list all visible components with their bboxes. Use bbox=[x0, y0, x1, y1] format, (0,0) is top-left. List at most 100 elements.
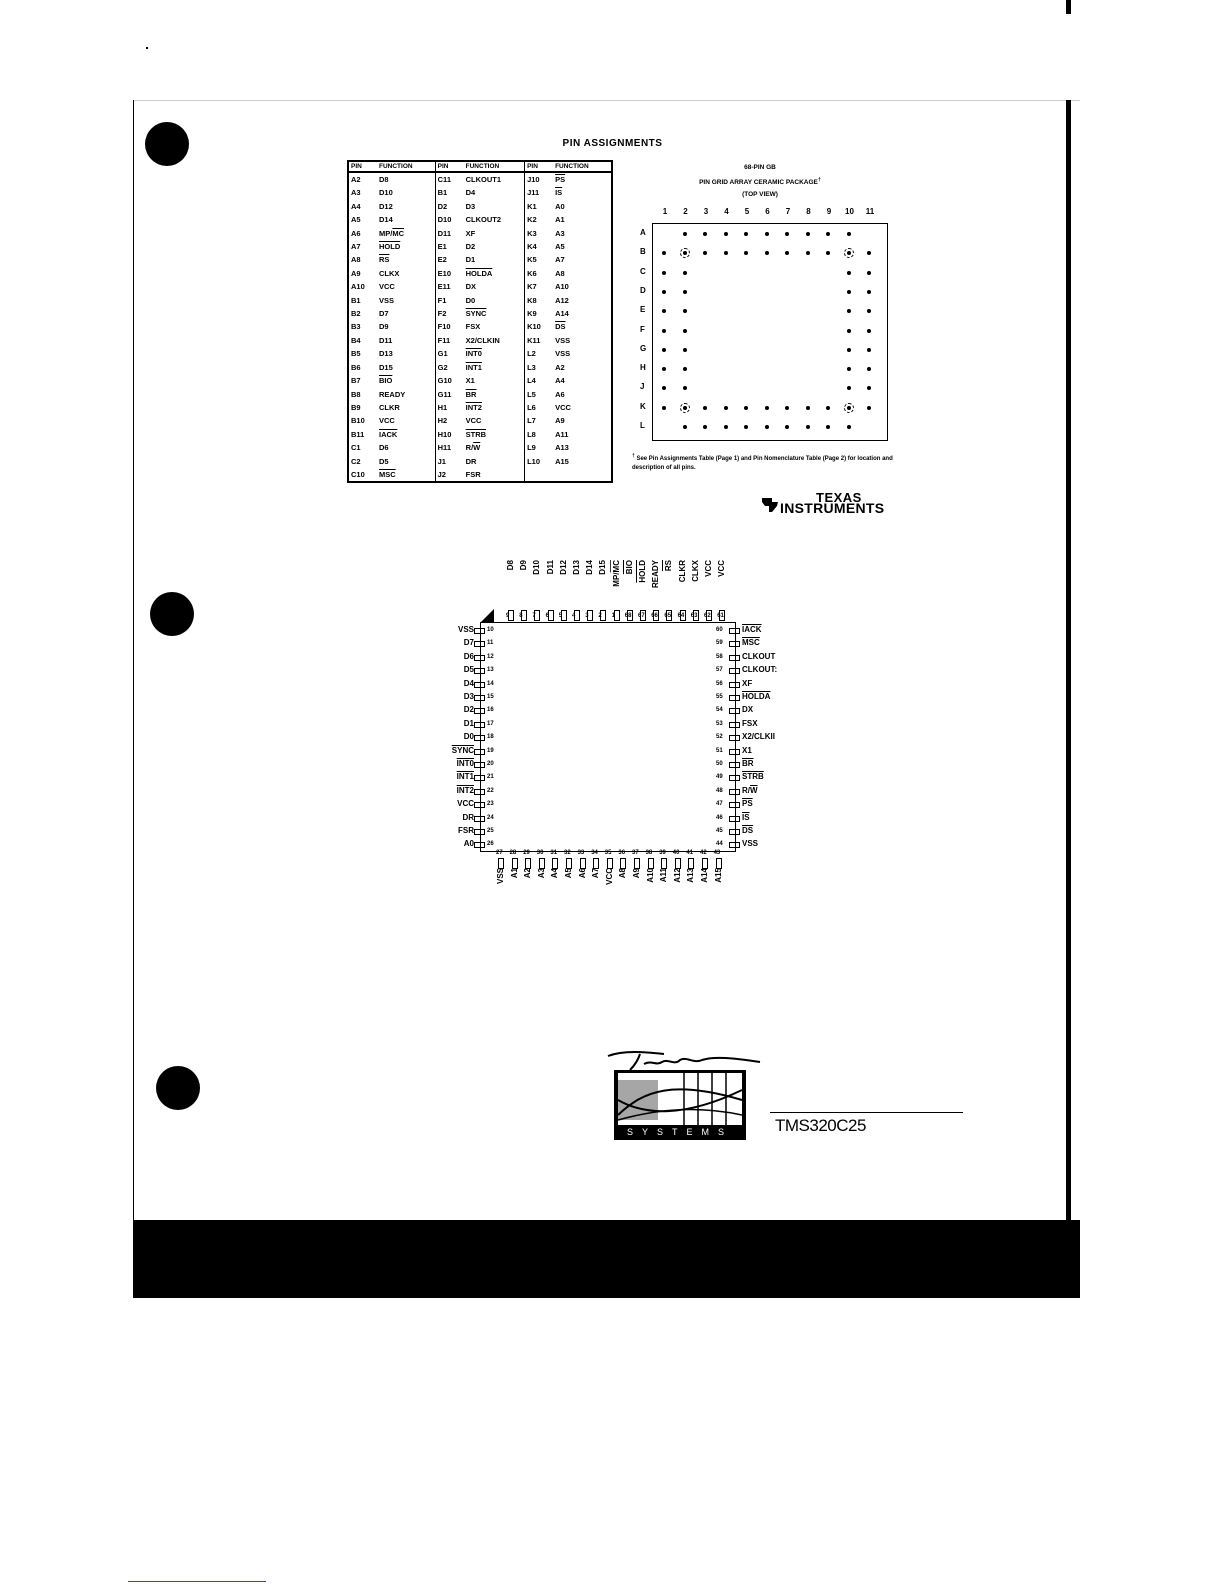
pga-row-label: L bbox=[640, 421, 645, 430]
pin-assignments-title: PIN ASSIGNMENTS bbox=[562, 138, 663, 149]
function-cell: D1 bbox=[464, 253, 525, 266]
signal-name-part: D4 bbox=[463, 678, 474, 688]
pin-cell: J2 bbox=[434, 467, 464, 483]
signal-name-part: READY bbox=[379, 389, 406, 399]
function-cell: A11 bbox=[553, 428, 612, 441]
pga-pin-dot bbox=[723, 425, 728, 429]
plcc-pin-lead bbox=[613, 610, 620, 621]
plcc-top-pin-label: D13 bbox=[572, 560, 581, 575]
signal-name-part: CLKR bbox=[677, 560, 687, 583]
signal-name-part: D8 bbox=[379, 175, 389, 184]
pin-cell: L5 bbox=[524, 387, 554, 401]
plcc-pin-lead bbox=[702, 858, 708, 869]
signal-name-part: PS bbox=[742, 799, 753, 809]
signal-name-part: CLKOUT: bbox=[742, 665, 778, 675]
pin-cell: C1 bbox=[351, 443, 361, 453]
pin-cell: G1 bbox=[434, 347, 464, 361]
plcc-pin-number: 67 bbox=[638, 613, 645, 619]
plcc-top-pin-label: VCC bbox=[704, 560, 713, 577]
page-left-rule bbox=[133, 100, 134, 1298]
plcc-pin-lead bbox=[534, 610, 541, 621]
function-cell: DX bbox=[464, 280, 525, 293]
function-cell bbox=[553, 468, 612, 482]
plcc-pin-lead bbox=[729, 721, 740, 728]
scan-speck bbox=[146, 47, 148, 49]
pga-pin-dot bbox=[682, 386, 687, 391]
plcc-pin-number: 66 bbox=[651, 613, 658, 619]
function-cell: CLKOUT2 bbox=[464, 213, 525, 226]
plcc-pin-number: 47 bbox=[716, 801, 723, 808]
pga-pin-dot bbox=[785, 251, 789, 256]
column-header: PIN bbox=[434, 161, 464, 173]
plcc-bottom-pin-label: A11 bbox=[659, 868, 668, 882]
pga-column-label: 8 bbox=[806, 207, 811, 216]
plcc-left-pin-label: D7 bbox=[464, 638, 474, 647]
pin-cell bbox=[524, 467, 554, 483]
plcc-pin-number: 36 bbox=[618, 850, 626, 856]
pin-cell: K3 bbox=[524, 226, 554, 241]
signal-name-part: MP bbox=[379, 228, 391, 238]
pga-pin-dot bbox=[723, 232, 728, 236]
plcc-pin-number: 23 bbox=[487, 801, 494, 808]
function-cell: DS bbox=[553, 320, 612, 333]
pin-cell: A10 bbox=[351, 282, 365, 292]
plcc-left-pin-label: INT2 bbox=[457, 786, 474, 795]
function-cell: A1 bbox=[553, 213, 612, 226]
signal-name-part: D13 bbox=[572, 560, 581, 575]
signal-name-part: VCC bbox=[465, 416, 482, 426]
plcc-bottom-pin-label: A8 bbox=[618, 868, 627, 878]
signal-name-part: VSS bbox=[742, 839, 759, 849]
pga-pin-dot bbox=[846, 289, 851, 294]
signal-name-part: MP bbox=[611, 574, 621, 587]
pin-cell: E11 bbox=[434, 280, 464, 294]
signal-name-part: VCC bbox=[717, 560, 727, 577]
pin-cell: F2 bbox=[434, 307, 464, 321]
pin-cell: B6 bbox=[351, 362, 361, 372]
plcc-pin-lead bbox=[474, 775, 485, 782]
function-cell: A15 bbox=[553, 455, 612, 468]
plcc-right-pin-label: HOLDA bbox=[742, 692, 770, 701]
ti-state-icon bbox=[762, 498, 778, 512]
plcc-pin-lead bbox=[525, 858, 532, 869]
signal-name-part: A5 bbox=[564, 868, 573, 879]
signal-name-part: A6 bbox=[577, 868, 587, 879]
plcc-left-pin-label: D4 bbox=[464, 679, 474, 688]
plcc-pin-lead bbox=[474, 628, 485, 634]
signal-name-part: D7 bbox=[463, 638, 474, 648]
function-cell: IS bbox=[553, 186, 612, 199]
plcc-pin-lead bbox=[692, 610, 699, 621]
function-cell: D5 bbox=[377, 455, 435, 468]
signal-name-part: FSR bbox=[458, 826, 474, 835]
pga-row-label: D bbox=[640, 285, 646, 295]
plcc-pin-number: 42 bbox=[700, 850, 707, 856]
pga-pin-dot bbox=[682, 289, 687, 294]
plcc-pin-lead bbox=[729, 641, 740, 648]
plcc-pin-lead bbox=[538, 858, 545, 869]
function-cell: FSX bbox=[464, 320, 525, 333]
pga-pin-dot bbox=[703, 425, 707, 429]
signal-name-part: VCC bbox=[604, 868, 614, 885]
signal-name-part: X2 bbox=[465, 335, 475, 345]
pga-pin-dot bbox=[682, 425, 687, 429]
signal-name-part: MSC bbox=[742, 638, 760, 648]
signal-name-part: CLKII bbox=[754, 732, 775, 742]
pga-title-text: PIN GRID ARRAY CERAMIC PACKAGE bbox=[699, 179, 818, 187]
signal-name-part: D14 bbox=[379, 215, 393, 225]
function-cell: X2/CLKIN bbox=[465, 335, 500, 345]
signal-name-part: MC bbox=[392, 228, 405, 238]
signal-name-part: D10 bbox=[532, 560, 542, 575]
signal-name-part: A7 bbox=[591, 868, 601, 879]
pga-pin-dot bbox=[682, 328, 687, 333]
signal-name-part: A12 bbox=[555, 295, 569, 305]
signal-name-part: VCC bbox=[379, 282, 395, 292]
plcc-pin-lead bbox=[474, 802, 485, 809]
plcc-pin-lead bbox=[606, 858, 613, 869]
plcc-pin-lead bbox=[679, 610, 686, 621]
plcc-pin-lead bbox=[674, 858, 681, 869]
